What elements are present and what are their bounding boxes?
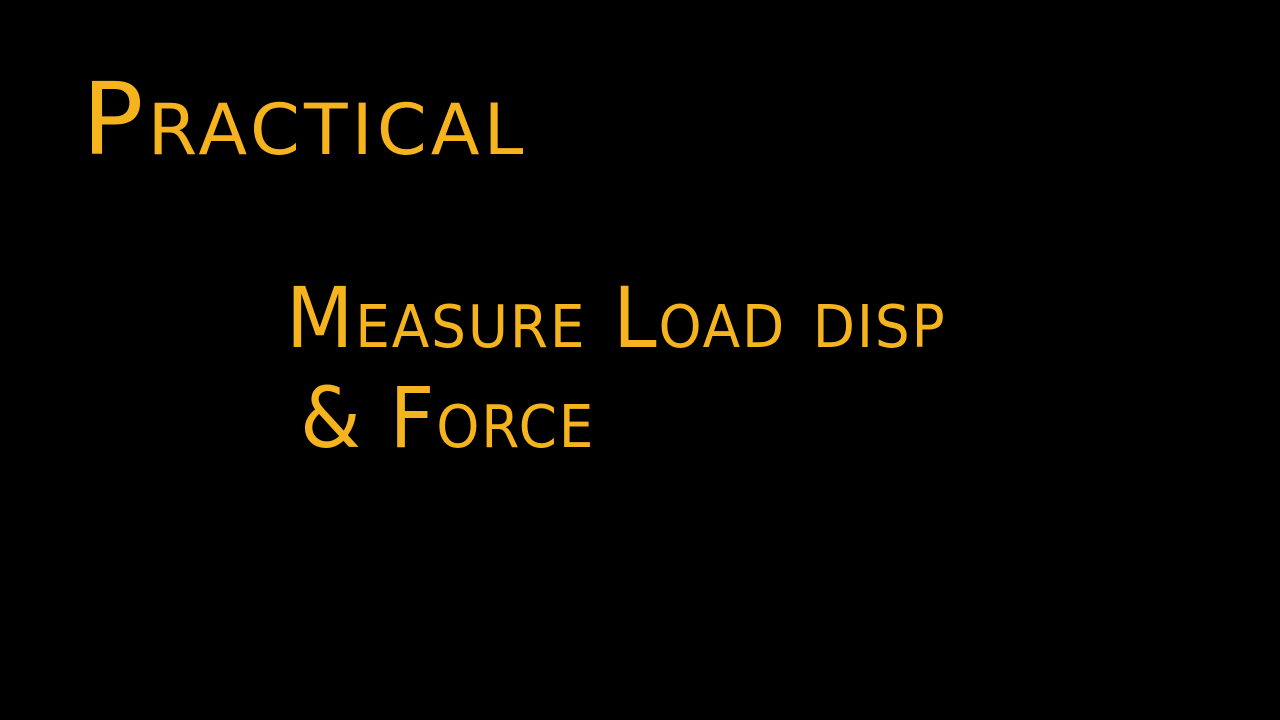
note-line-2: & Force [300,369,596,467]
slide-title: Practical [82,61,528,178]
note-line-1: Measure Load disp [286,269,947,367]
